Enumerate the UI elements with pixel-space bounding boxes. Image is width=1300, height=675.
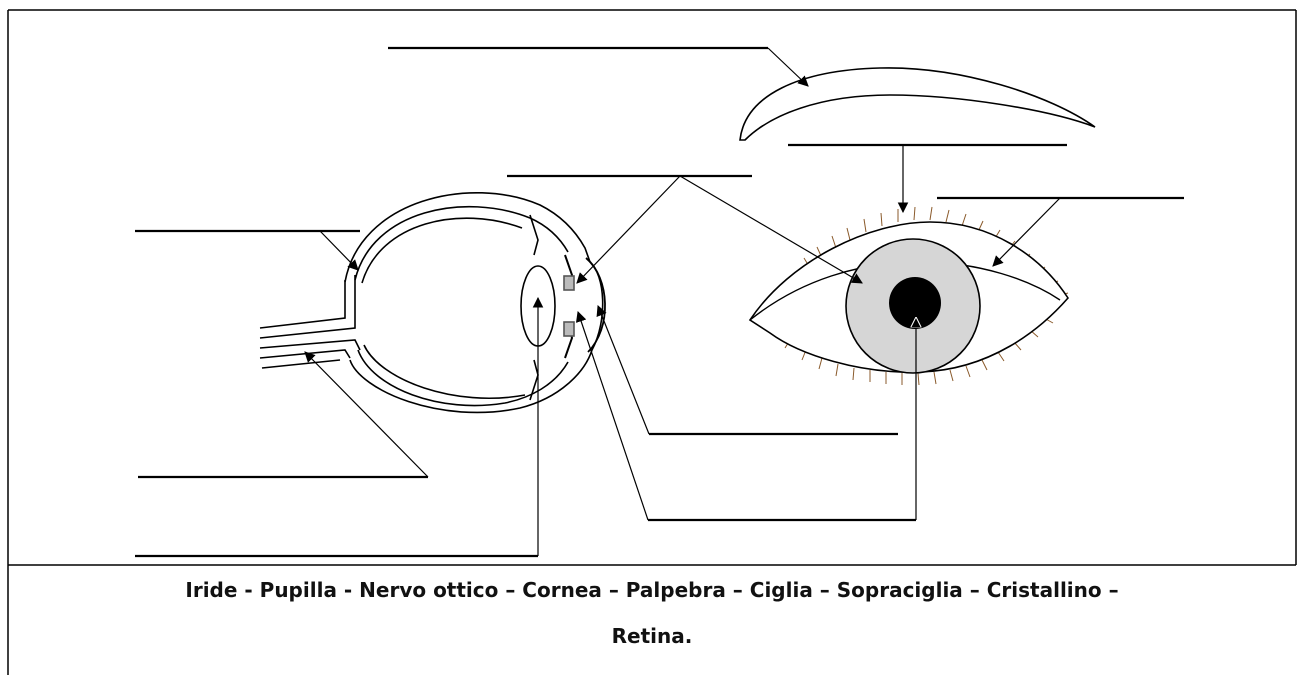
eye-front-view	[740, 68, 1095, 385]
eye-cross-section	[260, 193, 605, 413]
optic-nerve	[260, 280, 345, 328]
pupil	[889, 277, 941, 329]
arrow-iris-section	[577, 176, 680, 283]
iris-section	[565, 255, 572, 358]
arrow-eyebrow	[768, 48, 808, 86]
eyebrow	[740, 68, 1095, 140]
word-bank-line-2: Retina.	[612, 624, 693, 648]
word-bank-line-1: Iride - Pupilla - Nervo ottico – Cornea …	[185, 578, 1118, 602]
arrow-cornea	[598, 306, 649, 434]
word-bank: Iride - Pupilla - Nervo ottico – Cornea …	[8, 567, 1296, 659]
arrow-iris-front	[680, 176, 862, 283]
arrow-retina	[320, 231, 358, 270]
arrow-optic-nerve	[305, 352, 428, 477]
